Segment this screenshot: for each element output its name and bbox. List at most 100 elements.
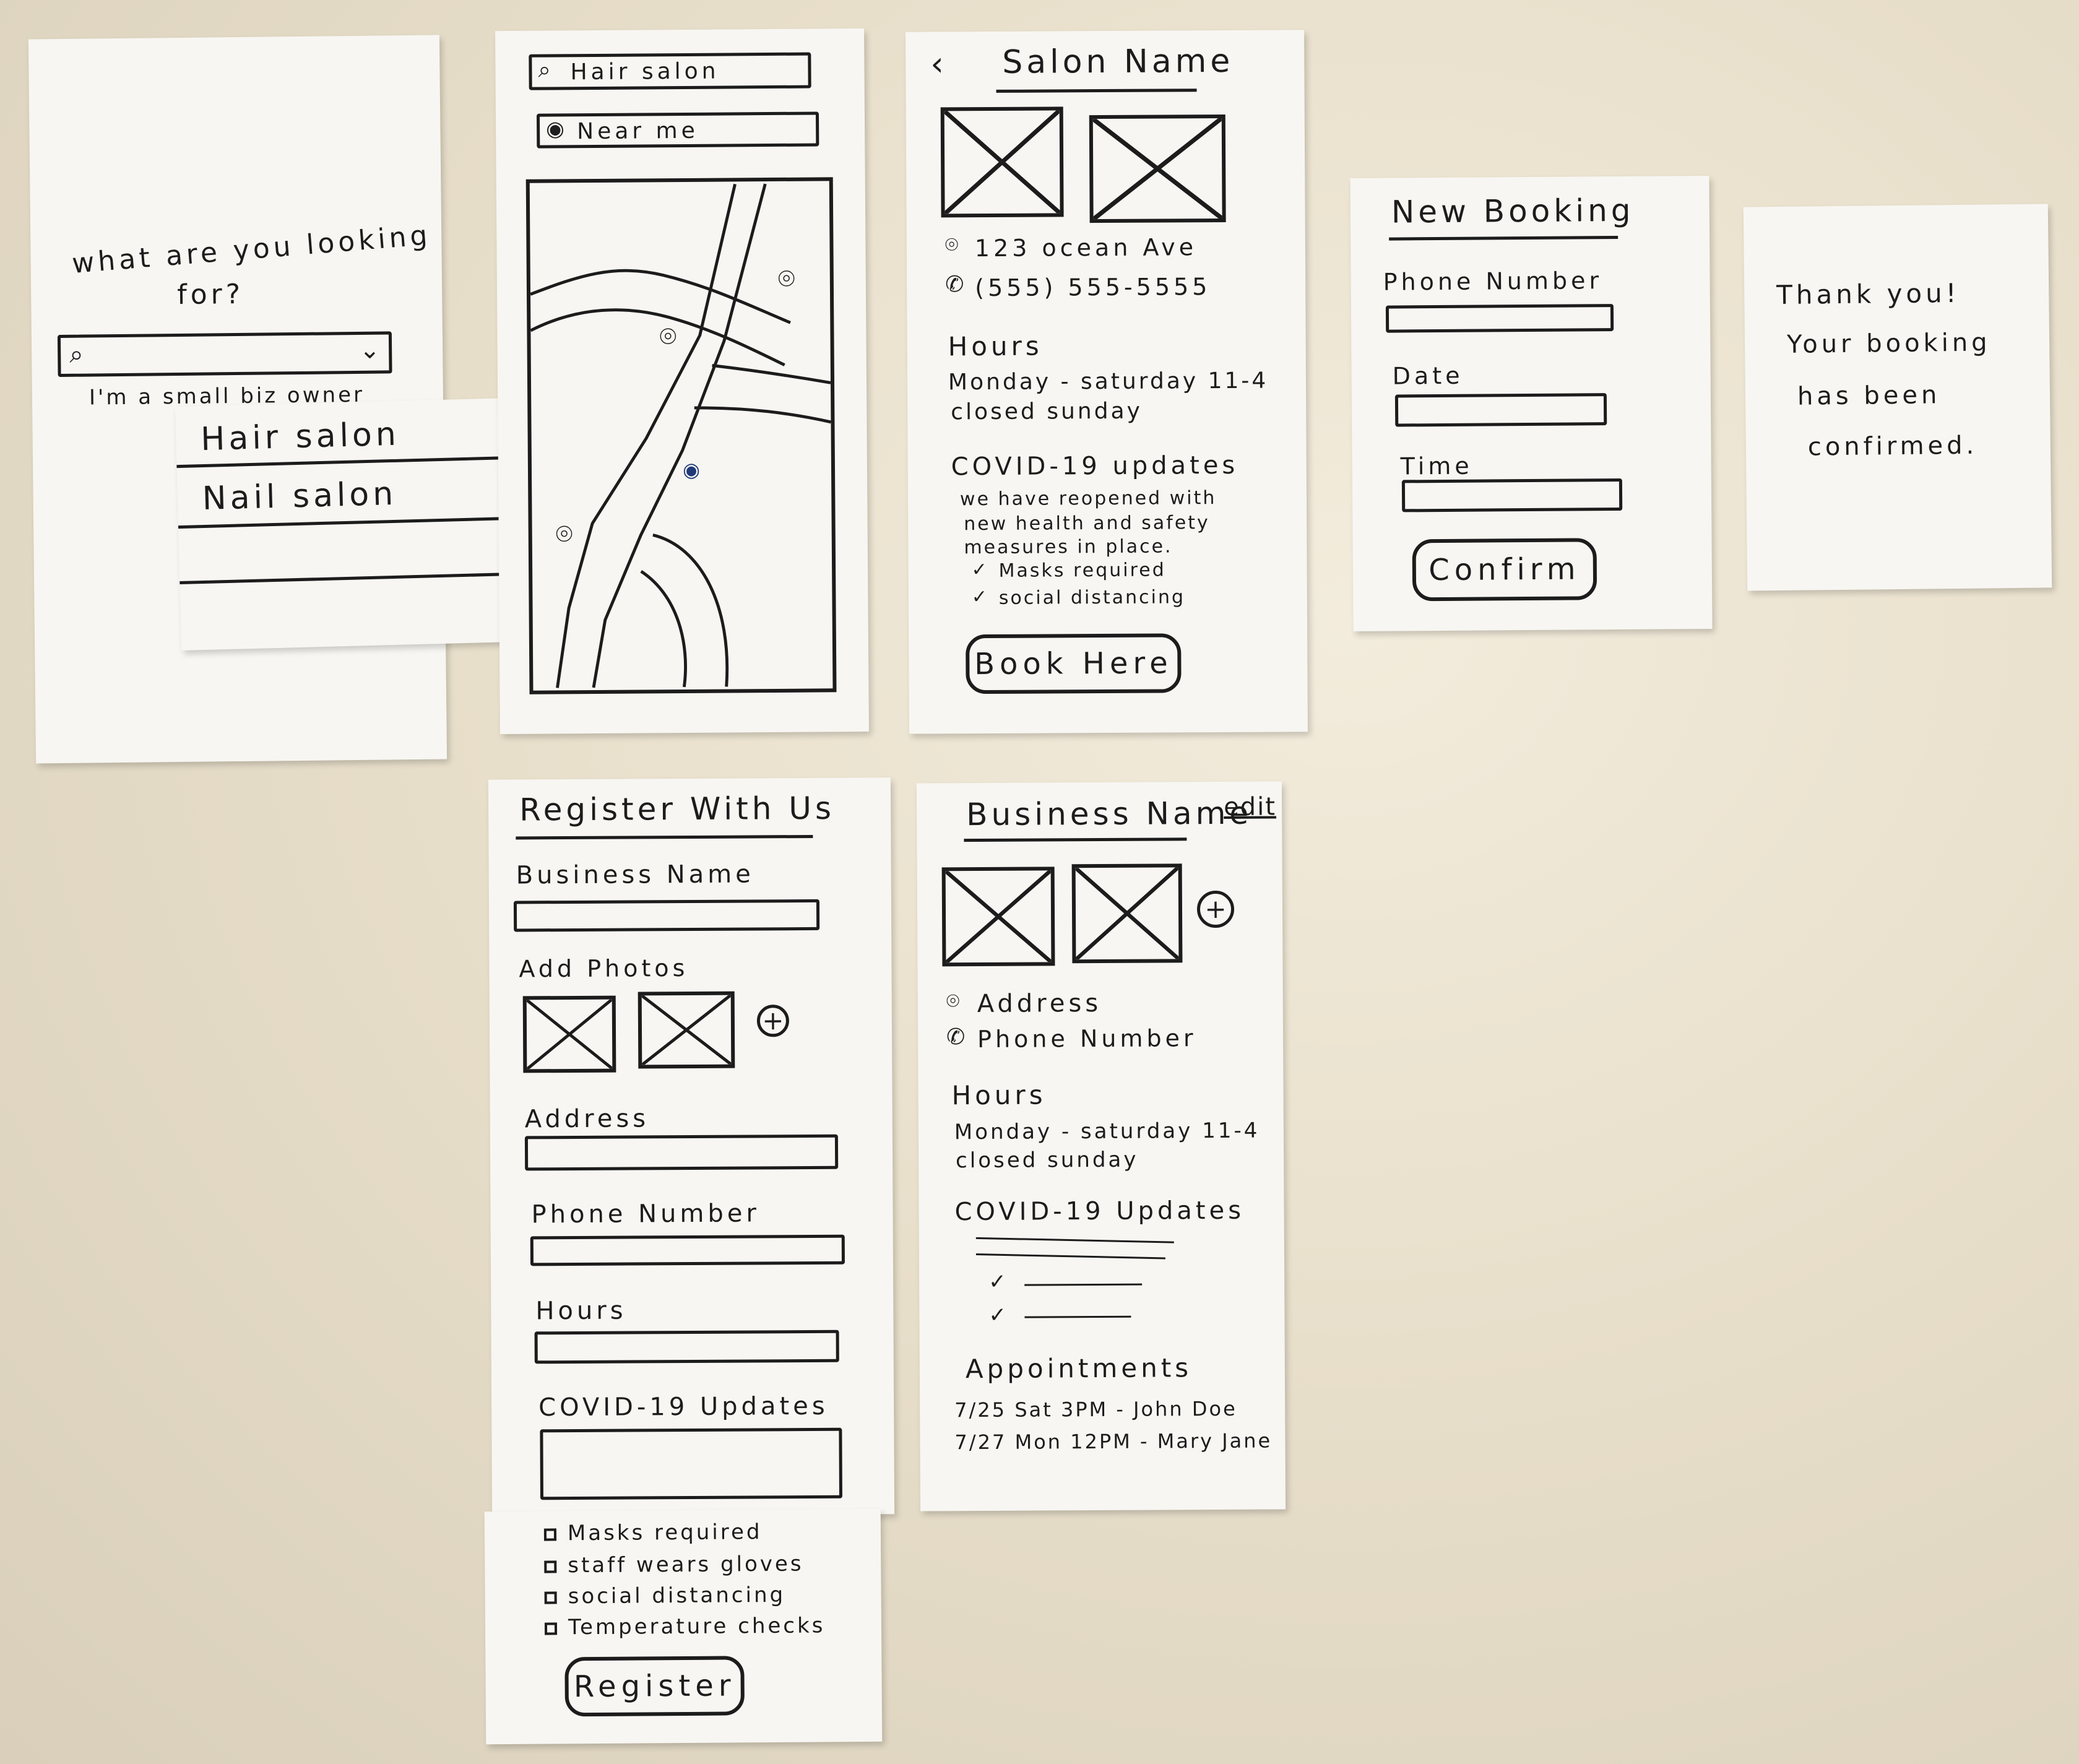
- confirmation-message: Thank you!: [1776, 277, 1960, 311]
- new-booking-screen: New Booking Phone Number Date Time Confi…: [1350, 175, 1713, 632]
- appointment-item[interactable]: 7/27 Mon 12PM - Mary Jane: [954, 1429, 1273, 1455]
- photos-label: Add Photos: [519, 954, 689, 983]
- photo-placeholder: [522, 995, 616, 1073]
- hours-line: Monday - saturday 11-4: [954, 1118, 1260, 1145]
- confirmation-screen: Thank you! Your booking has been confirm…: [1743, 204, 2052, 591]
- covid-measure-placeholder: [1024, 1283, 1143, 1286]
- phone-number-input[interactable]: [530, 1234, 845, 1266]
- map-pin-icon[interactable]: ⌾: [555, 517, 573, 551]
- dropdown-option-nail-salon[interactable]: Nail salon: [202, 475, 397, 518]
- date-input[interactable]: [1394, 393, 1607, 427]
- title-underline: [964, 837, 1187, 842]
- question-line-2: for?: [176, 278, 244, 311]
- business-phone: Phone Number: [977, 1024, 1197, 1053]
- covid-heading: COVID-19 updates: [951, 451, 1239, 482]
- location-pin-icon: ◉: [546, 116, 564, 142]
- map-pin-icon[interactable]: ⌾: [777, 261, 795, 295]
- checkbox-label: staff wears gloves: [568, 1551, 804, 1578]
- business-photo: [1071, 863, 1183, 964]
- chevron-left-icon[interactable]: ‹: [930, 44, 944, 84]
- confirm-button[interactable]: Confirm: [1412, 538, 1597, 602]
- hours-heading: Hours: [948, 331, 1043, 362]
- date-label: Date: [1392, 361, 1464, 390]
- hours-label: Hours: [535, 1296, 627, 1326]
- edit-link[interactable]: edit: [1224, 792, 1277, 821]
- book-here-button[interactable]: Book Here: [966, 633, 1182, 694]
- checkbox-temperature-checks[interactable]: [544, 1622, 558, 1635]
- checkbox-staff-gloves[interactable]: [544, 1560, 557, 1573]
- confirmation-message: Your booking: [1786, 328, 1991, 359]
- checkbox-masks-required[interactable]: [543, 1528, 557, 1541]
- search-input[interactable]: ⌕ Hair salon: [529, 52, 811, 90]
- phone-label: Phone Number: [1383, 267, 1603, 296]
- checkbox-social-distancing[interactable]: [544, 1591, 557, 1604]
- register-options-note: Masks required staff wears gloves social…: [484, 1508, 883, 1745]
- business-dashboard-screen: Business Name edit + ⌾ Address ✆ Phone N…: [916, 781, 1286, 1511]
- map-pin-icon[interactable]: ⌾: [659, 319, 677, 353]
- covid-updates-input[interactable]: [540, 1427, 842, 1500]
- covid-text-placeholder: [975, 1237, 1174, 1243]
- title-underline: [516, 834, 813, 840]
- appointment-item[interactable]: 7/25 Sat 3PM - John Doe: [954, 1396, 1237, 1422]
- question-line-1: what are you looking: [71, 219, 433, 280]
- map-view[interactable]: ⌾ ⌾ ◉ ⌾: [525, 177, 837, 694]
- page-title: Register With Us: [519, 790, 836, 828]
- checkbox-label: Temperature checks: [568, 1613, 826, 1640]
- register-button[interactable]: Register: [564, 1656, 745, 1717]
- salon-address: 123 ocean Ave: [974, 233, 1198, 262]
- checkmark-icon: ✓: [988, 1302, 1007, 1328]
- salon-photo: [940, 106, 1064, 218]
- covid-heading: COVID-19 Updates: [954, 1196, 1245, 1227]
- address-input[interactable]: [524, 1134, 839, 1171]
- map-roads: [530, 183, 831, 688]
- hours-input[interactable]: [534, 1329, 839, 1364]
- hours-line: closed sunday: [951, 398, 1143, 425]
- location-pin-icon: ⌾: [944, 232, 959, 258]
- phone-icon: ✆: [945, 272, 964, 298]
- location-input[interactable]: ◉ Near me: [536, 111, 819, 149]
- covid-text: new health and safety: [964, 512, 1210, 535]
- dropdown-divider: [178, 516, 512, 529]
- business-photo: [941, 867, 1055, 967]
- dropdown-divider: [176, 456, 511, 469]
- add-photo-button[interactable]: +: [1196, 890, 1235, 928]
- business-address: Address: [977, 988, 1102, 1019]
- category-dropdown-list: Hair salon Nail salon: [175, 397, 516, 651]
- covid-text: measures in place.: [964, 535, 1173, 559]
- covid-label: COVID-19 Updates: [538, 1391, 829, 1422]
- time-input[interactable]: [1401, 478, 1623, 512]
- checkmark-icon: ✓: [971, 586, 988, 608]
- time-label: Time: [1400, 452, 1473, 480]
- add-photo-button[interactable]: +: [756, 1005, 790, 1037]
- hours-line: closed sunday: [956, 1147, 1139, 1174]
- map-screen: ⌕ Hair salon ◉ Near me ⌾ ⌾ ◉ ⌾: [495, 28, 869, 735]
- salon-phone: (555) 555-5555: [975, 273, 1211, 302]
- dropdown-option-hair-salon[interactable]: Hair salon: [200, 415, 400, 459]
- checkbox-label: social distancing: [568, 1582, 786, 1609]
- salon-detail-screen: ‹ Salon Name ⌾ 123 ocean Ave ✆ (555) 555…: [906, 30, 1308, 734]
- hours-line: Monday - saturday 11-4: [948, 368, 1269, 396]
- title-underline: [1389, 236, 1619, 241]
- checkbox-label: Masks required: [567, 1520, 763, 1546]
- location-pin-icon: ⌾: [946, 988, 960, 1014]
- checkmark-icon: ✓: [971, 559, 987, 581]
- covid-measure-placeholder: [1024, 1315, 1131, 1318]
- covid-measure: social distancing: [998, 586, 1186, 609]
- business-name-label: Business Name: [516, 860, 754, 890]
- hours-heading: Hours: [951, 1079, 1047, 1111]
- category-search-dropdown[interactable]: ⌕ ⌄: [57, 331, 392, 378]
- title-underline: [996, 89, 1197, 93]
- chevron-down-icon[interactable]: ⌄: [359, 335, 381, 365]
- search-icon: ⌕: [538, 57, 551, 83]
- covid-text-placeholder: [975, 1253, 1165, 1260]
- business-name-input[interactable]: [513, 899, 820, 932]
- phone-label: Phone Number: [531, 1199, 760, 1229]
- salon-photo: [1089, 114, 1226, 223]
- search-screen: what are you looking for? ⌕ ⌄ I'm a smal…: [28, 35, 447, 764]
- covid-text: we have reopened with: [959, 487, 1217, 511]
- phone-number-input[interactable]: [1385, 304, 1614, 333]
- phone-icon: ✆: [946, 1024, 966, 1050]
- page-title: Salon Name: [1002, 42, 1234, 81]
- address-label: Address: [524, 1104, 650, 1134]
- checkmark-icon: ✓: [988, 1269, 1006, 1294]
